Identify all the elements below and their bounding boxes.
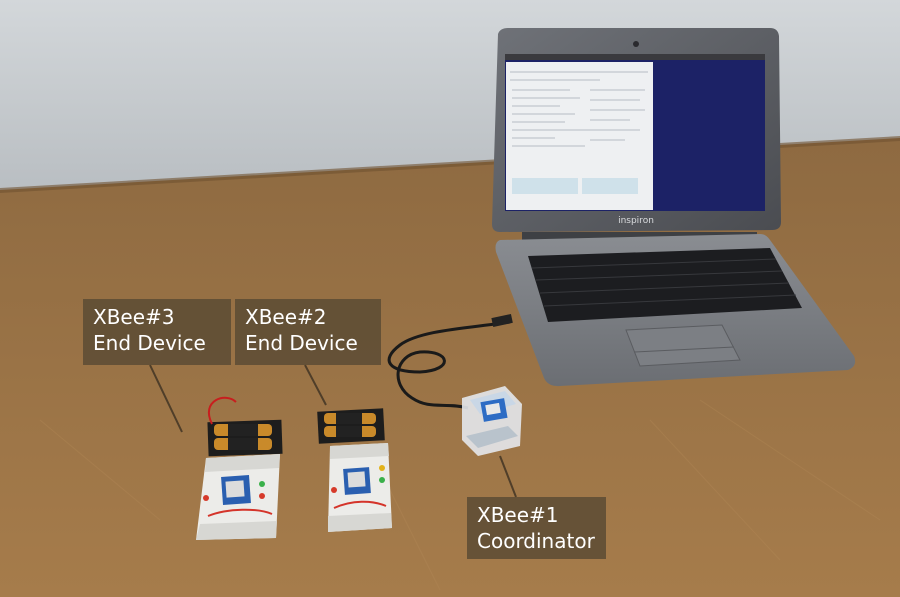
- xbee3-role: End Device: [93, 331, 206, 355]
- laptop: inspiron: [492, 28, 856, 387]
- webcam-icon: [633, 41, 639, 47]
- label-leader-lines: [149, 364, 517, 498]
- xbee1-name: XBee#1: [477, 503, 559, 527]
- xbee3-end-device: [196, 396, 283, 540]
- xbee3-name: XBee#3: [93, 305, 175, 329]
- laptop-touchpad: [625, 324, 741, 367]
- xbee2-name: XBee#2: [245, 305, 327, 329]
- xbee2-label: XBee#2 End Device: [235, 299, 381, 365]
- xbee3-label: XBee#3 End Device: [83, 299, 231, 365]
- xbee2-end-device: [317, 408, 392, 532]
- xbee1-role: Coordinator: [477, 529, 595, 553]
- xbee1-label: XBee#1 Coordinator: [467, 497, 606, 559]
- usb-cable: [387, 320, 511, 410]
- laptop-brand: inspiron: [618, 216, 654, 226]
- xbee1-coordinator-device: [462, 386, 522, 456]
- xbee2-role: End Device: [245, 331, 358, 355]
- screen-window-content: [510, 71, 648, 147]
